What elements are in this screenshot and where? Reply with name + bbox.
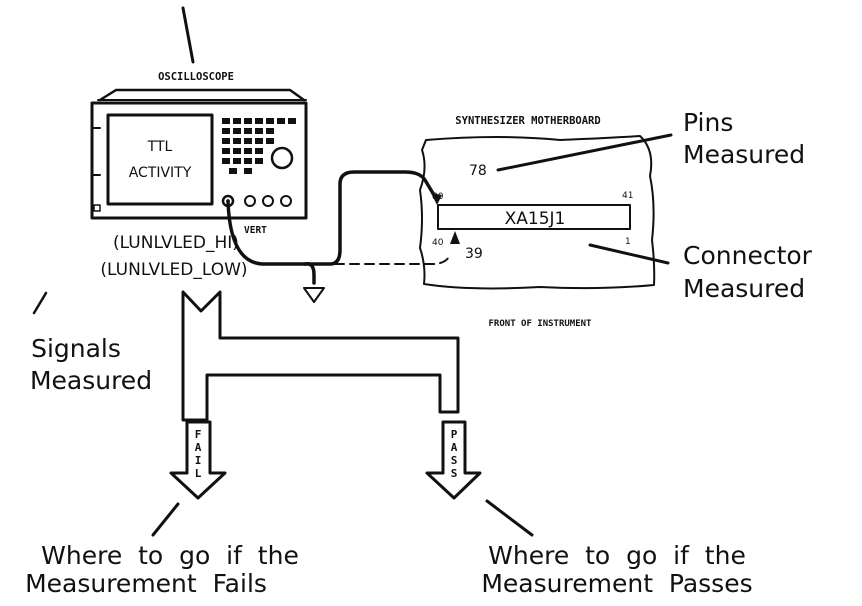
connector-caption-line1: Connector — [683, 241, 813, 270]
connector — [280, 195, 292, 207]
connector-leader-line — [588, 243, 670, 265]
connector-ref: XA15J1 — [505, 209, 566, 229]
pass-letter: S — [451, 454, 458, 467]
pass-caption-line2: Measurement Passes — [481, 569, 752, 598]
oscilloscope-screen — [106, 113, 214, 206]
oscilloscope-body — [90, 101, 308, 220]
screen-text-activity: ACTIVITY — [129, 165, 192, 181]
fail-arrow-shape — [169, 420, 227, 500]
signals-caption-line1: Signals — [31, 334, 121, 363]
fail-caption-line2: Measurement Fails — [25, 569, 267, 598]
pass-letter: S — [451, 467, 458, 480]
pass-arrow-shape — [425, 420, 482, 500]
pin-39-label: 39 — [465, 246, 483, 262]
signals-leader-line — [32, 291, 48, 315]
pin-78-label: 78 — [469, 163, 487, 179]
pass-letter: A — [451, 441, 458, 454]
pass-arrow: P A S S — [425, 420, 482, 500]
fail-leader-line — [151, 502, 180, 537]
signal-low-label: (LUNLVLED_LOW) — [100, 260, 247, 280]
connector-caption-line2: Measured — [683, 274, 805, 303]
vert-label: VERT — [244, 225, 267, 236]
pins-caption-line1: Pins — [683, 108, 733, 137]
corner-pin-40: 40 — [432, 238, 444, 248]
fail-arrow: F A I L — [169, 420, 227, 500]
pass-letter: P — [451, 428, 458, 441]
oscilloscope-label: OSCILLOSCOPE — [158, 71, 234, 83]
power-switch — [93, 204, 101, 212]
fail-letter: I — [195, 454, 202, 467]
signals-caption-line2: Measured — [30, 366, 152, 395]
ground-wire-dashed — [319, 254, 451, 265]
connector — [262, 195, 274, 207]
connector-xa15j1 — [437, 204, 631, 230]
control-buttons — [222, 118, 296, 174]
top-leader-line — [181, 6, 195, 64]
pins-caption-line2: Measured — [683, 140, 805, 169]
pass-caption-line1: Where to go if the — [488, 541, 746, 570]
pin-39-arrow — [450, 231, 460, 244]
signal-hi-label: (LUNLVLED_HI) — [113, 233, 239, 253]
pins-leader-line — [496, 133, 673, 172]
screen-text-ttl: TTL — [147, 139, 173, 155]
corner-pin-80: 80 — [432, 192, 444, 202]
motherboard-label: SYNTHESIZER MOTHERBOARD — [455, 115, 600, 127]
ground-cable — [226, 199, 316, 285]
corner-pin-1: 1 — [625, 237, 631, 247]
ground-symbol — [303, 287, 325, 303]
fail-letter: L — [195, 467, 202, 480]
fail-letter: A — [195, 441, 202, 454]
board-outline — [419, 135, 656, 290]
probe-arrow — [431, 193, 442, 205]
oscilloscope: OSCILLOSCOPE TTL ACTIVITY VERT — [90, 71, 308, 236]
corner-pin-41: 41 — [622, 191, 633, 201]
probe-cable — [303, 170, 439, 266]
pass-leader-line — [485, 499, 534, 537]
oscilloscope-top — [98, 88, 306, 102]
board-footer-label: FRONT OF INSTRUMENT — [489, 319, 593, 329]
flow-pipe — [181, 290, 460, 422]
fail-letter: F — [195, 428, 202, 441]
connector — [244, 195, 256, 207]
synthesizer-motherboard: SYNTHESIZER MOTHERBOARD XA15J1 80 41 40 … — [419, 115, 656, 329]
fail-caption-line1: Where to go if the — [41, 541, 299, 570]
control-knob — [270, 146, 294, 170]
